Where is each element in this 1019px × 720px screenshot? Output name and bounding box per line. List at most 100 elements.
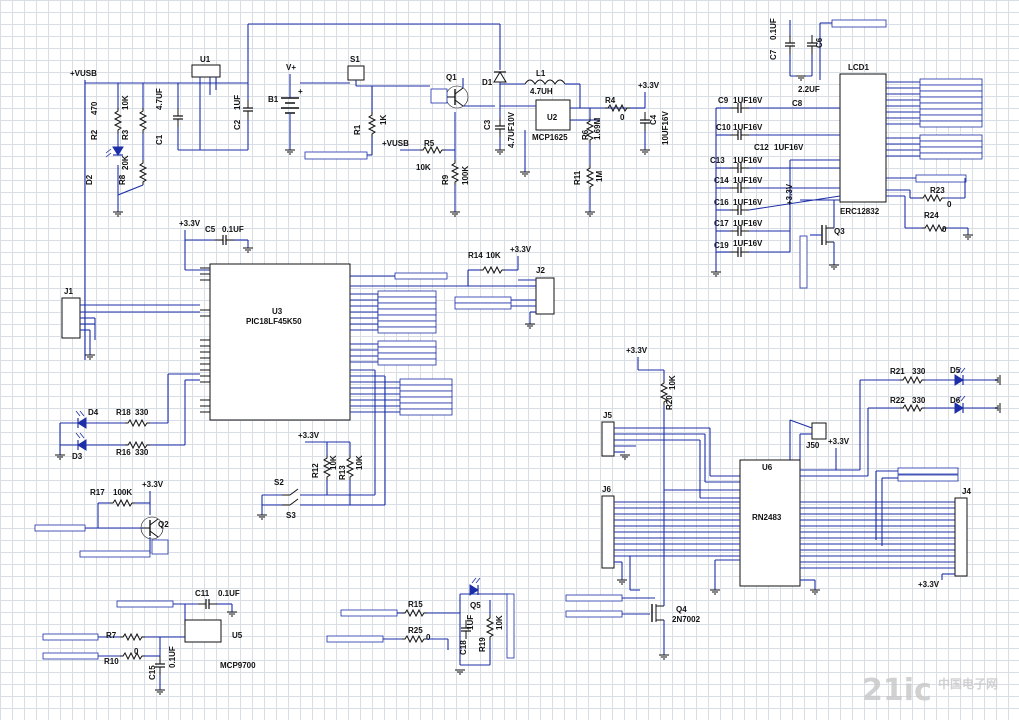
c1-value: 4.7UF <box>155 88 164 110</box>
net-flag-bluepower <box>34 524 86 532</box>
c6-ref: C6 <box>815 37 824 48</box>
r4-value: 0 <box>620 113 625 122</box>
net-flag-bp <box>79 550 151 558</box>
u2-ref: U2 <box>547 113 558 122</box>
r6-ref: R6 <box>581 129 590 140</box>
net-flag-vbat <box>304 151 368 160</box>
v33-btn-label: +3.3V <box>298 431 320 440</box>
c7-value: 0.1UF <box>769 18 778 40</box>
v33-rn2-label: +3.3V <box>828 437 850 446</box>
s1-switch <box>347 65 365 81</box>
c18-value: 1UF <box>466 615 475 630</box>
r5-ref: R5 <box>424 139 435 148</box>
c17-value: 1UF16V <box>733 219 763 228</box>
r19-ref: R19 <box>478 637 487 652</box>
c1-ref: C1 <box>155 134 164 145</box>
c12-value: 1UF16V <box>774 143 804 152</box>
c4-ref: C4 <box>649 114 658 125</box>
u6-value: RN2483 <box>752 513 782 522</box>
r20-value: 10K <box>668 375 677 390</box>
r21-ref: R21 <box>890 367 905 376</box>
r3-value: 10K <box>121 95 130 110</box>
v33-j4-label: +3.3V <box>918 580 940 589</box>
v33-j2-label: +3.3V <box>510 245 532 254</box>
r1-ref: R1 <box>353 124 362 135</box>
c16-ref: C16 <box>714 198 729 207</box>
c15-value: 0.1UF <box>168 646 177 668</box>
s3-ref: S3 <box>286 511 296 520</box>
c2-ref: C2 <box>233 119 242 130</box>
net-flag-rn2 <box>897 474 959 482</box>
r2-value: 470 <box>90 101 99 115</box>
net-flag-light-sens <box>340 609 398 617</box>
j6-ref: J6 <box>602 485 611 494</box>
rn2483-section: +3.3V 10K R20 J5 J50 +3.3V U6 RN2 <box>565 346 1001 660</box>
r18-ref: R18 <box>116 408 131 417</box>
j50-connector <box>811 422 827 440</box>
c15-ref: C15 <box>148 665 157 680</box>
u2-value: MCP1625 <box>532 133 568 142</box>
c19-ref: C19 <box>714 241 729 250</box>
q4-ref: Q4 <box>676 605 687 614</box>
j5-connector <box>601 421 615 457</box>
r16-ref: R16 <box>116 448 131 457</box>
c19-value: 1UF16V <box>733 239 763 248</box>
pic-section: +3.3V C5 0.1UF U3 PIC18LF45K50 <box>54 219 555 520</box>
inductor-icon <box>524 79 566 85</box>
net-flag-backlight-v <box>799 235 808 289</box>
r22-value: 330 <box>912 396 926 405</box>
r7-ref: R7 <box>106 631 117 640</box>
lcd-cap-wires: +3.3V <box>710 102 841 277</box>
c17-ref: C17 <box>714 219 729 228</box>
lcd-section: 0.1UF C7 C6 LCD1 ERC12832 2.2UF C8 C9 1U… <box>710 18 983 289</box>
c11-ref: C11 <box>195 589 210 598</box>
u1-header <box>191 64 221 78</box>
c3-ref: C3 <box>483 119 492 130</box>
u1-ref: U1 <box>200 55 211 64</box>
q5-ref: Q5 <box>470 601 481 610</box>
c18-ref: C18 <box>459 640 468 655</box>
l1-value: 4.7UH <box>530 87 553 96</box>
r17-ref: R17 <box>90 488 105 497</box>
q2-pad <box>151 539 169 555</box>
r1-value: 1K <box>379 115 388 125</box>
r17-value: 100K <box>113 488 132 497</box>
temp-sensor-section: C11 0.1UF U5 MCP9700 R7 R10 0 C15 0.1UF <box>42 589 256 695</box>
c11-value: 0.1UF <box>218 589 240 598</box>
l1-ref: L1 <box>536 69 546 78</box>
mcp9700-label: MCP9700 <box>220 661 256 670</box>
q3-mosfet <box>821 225 834 245</box>
c10-value: 1UF16V <box>733 123 763 132</box>
net-flag-temp2 <box>42 652 99 660</box>
c2-value: 1UF <box>233 95 242 110</box>
r20-ref: R20 <box>665 395 674 410</box>
c5-value: 0.1UF <box>222 225 244 234</box>
r5-value: 10K <box>416 163 431 172</box>
u5-chip <box>184 619 222 643</box>
d1-diode <box>493 71 507 83</box>
r12-value: 10K <box>329 455 338 470</box>
j1-connector <box>61 297 81 339</box>
r9-ref: R9 <box>441 174 450 185</box>
c8-ref: C8 <box>792 99 803 108</box>
u2-chip <box>535 99 571 131</box>
lcd1-ref: LCD1 <box>848 63 869 72</box>
c13-ref: C13 <box>710 156 725 165</box>
lcd-capacitor-column: C9 1UF16V C10 1UF16V C12 1UF16V C13 1UF1… <box>710 96 804 250</box>
net-flag-light-en <box>326 635 384 643</box>
u5-ref: U5 <box>232 631 243 640</box>
watermark: 21ic 中国电子网 <box>862 673 998 708</box>
q2-section: +3.3V R17 100K Q2 <box>34 480 169 558</box>
r25-ref: R25 <box>408 626 423 635</box>
b1-ref: B1 <box>268 95 279 104</box>
net-flag-modem1 <box>565 594 623 602</box>
r10-ref: R10 <box>104 657 119 666</box>
v33-lcd-label: +3.3V <box>785 183 794 205</box>
net-flag-rn1 <box>897 467 959 475</box>
c4-value: 10UF16V <box>661 111 670 145</box>
j2-ref: J2 <box>536 266 545 275</box>
r9-value: 100K <box>461 166 470 185</box>
lcd-net-flags: R23 0 R24 0 <box>886 78 983 240</box>
r10-value: 0 <box>134 647 139 656</box>
vusb2-label: +VUSB <box>382 139 409 148</box>
